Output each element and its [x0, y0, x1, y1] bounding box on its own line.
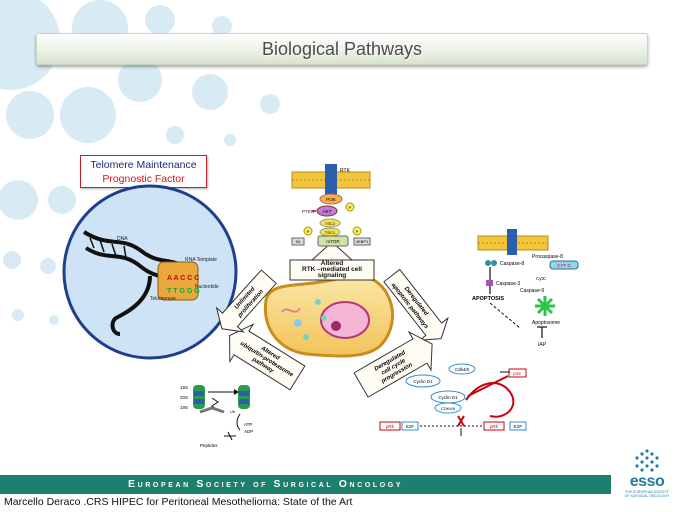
rtk-label: RTK	[340, 168, 351, 174]
esso-wordmark: esso	[629, 473, 665, 490]
cyclin-d1-label-2: Cyclin D1	[438, 395, 458, 400]
rna-template-label: RNA Template	[185, 257, 217, 263]
apoptosis-label: APOPTOSIS	[472, 296, 504, 302]
pathway-arrow-top: Altered RTK –mediated cell signaling	[289, 241, 375, 281]
seq-top: A A C C C	[167, 275, 199, 282]
peptides-label: Peptides	[200, 443, 218, 448]
pten-label: PTEN	[302, 209, 314, 214]
ub-label: Ub	[230, 409, 236, 414]
apoptosis-pathway: Procaspase-8 Caspase-8 Caspase-3 APOPTOS…	[472, 229, 579, 348]
cell-image	[263, 275, 395, 358]
telomerase-label: Telomerase	[150, 296, 176, 302]
telomere-title: Telomere Maintenance	[90, 159, 197, 171]
label-rtk-1: Altered	[321, 260, 343, 267]
esso-dots-icon	[635, 449, 659, 472]
p-label-2: P	[307, 229, 310, 234]
nucleotide-label: Nucleotide	[195, 284, 219, 290]
4ebp1-label: 4EBP1	[356, 239, 369, 244]
e2f-label-2: E2F	[514, 424, 523, 429]
tsc2-label: TSC2	[325, 221, 336, 226]
akt-label: AKT	[323, 209, 332, 214]
cdk46-label: Cdk4/6	[455, 367, 470, 372]
procaspase8-label: Procaspase-8	[532, 254, 563, 260]
tsc1-label: TSC1	[325, 230, 336, 235]
esso-sub-2: OF SURGICAL ONCOLOGY	[624, 494, 670, 498]
cytc-box-label: CYT C	[557, 263, 571, 268]
credit-line: Marcello Deraco .CRS HIPEC for Peritonea…	[4, 496, 353, 508]
p-label-1: P	[349, 205, 352, 210]
page-title: Biological Pathways	[261, 39, 423, 59]
prb-label: pRb	[386, 424, 395, 429]
footer-bar: European Society of Surgical Oncology	[0, 475, 611, 494]
p-label-3: P	[356, 229, 359, 234]
20s-label: 20S	[180, 395, 188, 400]
caspase8-label: Caspase-8	[500, 261, 524, 267]
proteasome-pathway: 19S 20S 19S Ub ATP ADP Peptides	[180, 385, 253, 448]
title-bar: Biological Pathways	[36, 33, 648, 65]
telomere-diagram: A A C C C T T G G G DNA RNA Template Nuc…	[62, 184, 238, 360]
cell-cycle-pathway: Cdk4/6 Cyclin D1 p16 Cyclin D1 CDK4/6 pR…	[379, 363, 527, 436]
seq-bottom: T T G G G	[167, 288, 200, 295]
cyclin-d1-label: Cyclin D1	[413, 379, 433, 384]
caspase3-label: Caspase-3	[496, 281, 520, 287]
apoptosome-label: Apoptosome	[532, 320, 560, 326]
telomere-box: Telomere Maintenance Prognostic Factor	[80, 155, 207, 188]
cytc-label: CytC	[536, 276, 547, 281]
19s-label-2: 19S	[180, 405, 188, 410]
atp-label: ATP	[244, 422, 252, 427]
pi3k-label: PI3K	[326, 197, 336, 202]
pathway-arrow-right-bottom: Deregulated cell cycle progression	[353, 330, 433, 398]
caspase9-label: Caspase-9	[520, 288, 544, 294]
esso-logo: esso THE EUROPEAN SOCIETY OF SURGICAL ON…	[611, 444, 683, 510]
prognostic-label: Prognostic Factor	[102, 173, 185, 185]
iap-label: IAP	[538, 342, 547, 348]
e2f-label: E2F	[406, 424, 415, 429]
p16-label: p16	[513, 371, 521, 376]
prb-label-2: pRb	[490, 424, 499, 429]
19s-label: 19S	[180, 385, 188, 390]
rtk-pathway: RTK PI3K AKT PTEN TSC2 TSC1 mTOR S6 4EBP…	[291, 164, 371, 247]
mtor-label: mTOR	[326, 239, 340, 244]
society-name: European Society of Surgical Oncology	[128, 478, 404, 490]
s6-label: S6	[296, 239, 302, 244]
esso-sub-1: THE EUROPEAN SOCIETY	[625, 490, 669, 494]
label-rtk-2: RTK –mediated cell	[302, 266, 362, 273]
dna-label: DNA	[117, 236, 128, 242]
cdk46-label-2: CDK4/6	[441, 406, 456, 411]
label-rtk-3: signaling	[318, 272, 347, 279]
adp-label: ADP	[244, 429, 253, 434]
